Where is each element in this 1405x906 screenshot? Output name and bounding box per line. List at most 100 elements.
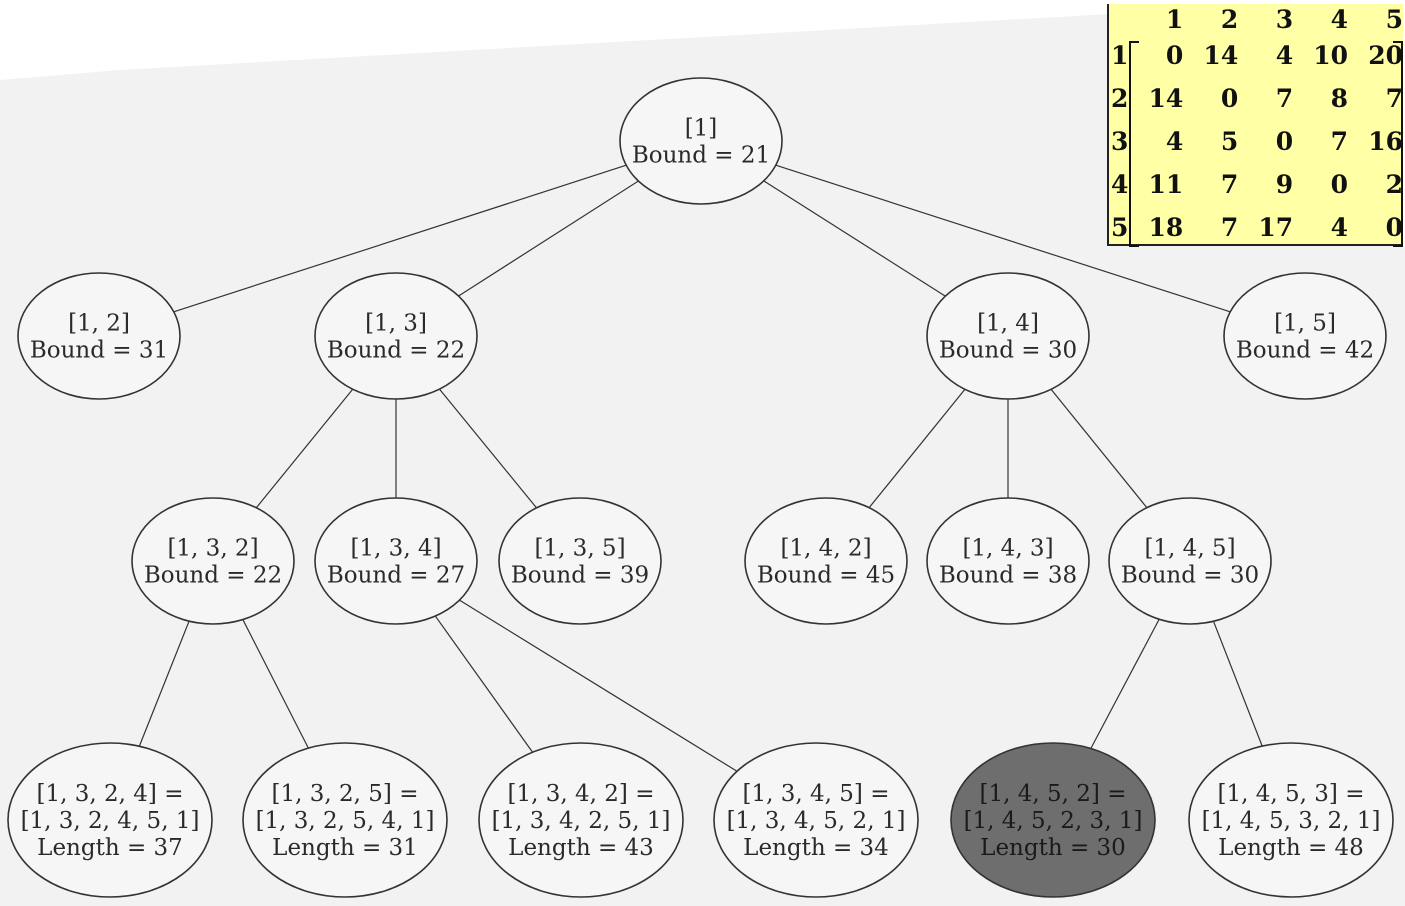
node-layer: [1]Bound = 21 [1, 2]Bound = 31 [1, 3]Bound… <box>7 77 1394 898</box>
leaf-1-4-5-3: [1, 4, 5, 3] =[1, 4, 5, 3, 2, 1]Length =… <box>1188 742 1394 898</box>
node-1-3-5: [1, 3, 5]Bound = 39 <box>498 497 662 625</box>
node-1-3: [1, 3]Bound = 22 <box>314 272 478 400</box>
node-ellipse <box>744 497 908 625</box>
node-label-line: Length = 30 <box>980 835 1126 861</box>
node-1-2: [1, 2]Bound = 31 <box>17 272 181 400</box>
tree-edge <box>763 180 946 297</box>
node-ellipse <box>498 497 662 625</box>
node-ellipse <box>619 77 783 205</box>
tree-edge <box>138 620 190 747</box>
node-ellipse <box>926 497 1090 625</box>
matrix-cell: 0 <box>1330 170 1349 199</box>
matrix-cell: 7 <box>1220 170 1239 199</box>
matrix-cell: 7 <box>1275 84 1294 113</box>
node-1-5: [1, 5]Bound = 42 <box>1223 272 1387 400</box>
matrix-cell: 18 <box>1148 213 1184 242</box>
leaf-1-3-2-4: [1, 3, 2, 4] =[1, 3, 2, 4, 5, 1]Length =… <box>7 742 213 898</box>
matrix-cell: 7 <box>1220 213 1239 242</box>
node-label-line: [1, 3, 2, 5, 4, 1] <box>256 808 435 834</box>
leaf-1-3-4-2: [1, 3, 4, 2] =[1, 3, 4, 2, 5, 1]Length =… <box>478 742 684 898</box>
node-ellipse <box>1223 272 1387 400</box>
node-label-line: Bound = 31 <box>30 338 168 364</box>
matrix-column-label: 3 <box>1275 4 1294 34</box>
matrix-cell: 4 <box>1165 127 1184 156</box>
node-ellipse <box>1108 497 1272 625</box>
matrix-right-bracket <box>1393 41 1403 247</box>
matrix-column-label: 4 <box>1330 4 1349 34</box>
matrix-cell: 11 <box>1148 170 1184 199</box>
leaf-1-3-4-5: [1, 3, 4, 5] =[1, 3, 4, 5, 2, 1]Length =… <box>713 742 919 898</box>
matrix-cell: 7 <box>1330 127 1349 156</box>
node-label-line: [1, 3, 4, 5] = <box>743 781 890 807</box>
tree-edge <box>868 388 966 509</box>
node-label-line: Length = 48 <box>1218 835 1364 861</box>
paper-background <box>0 14 1405 906</box>
node-label-line: [1, 4, 2] <box>780 536 871 562</box>
leaf-1-4-5-2: [1, 4, 5, 2] =[1, 4, 5, 2, 3, 1]Length =… <box>950 742 1156 898</box>
node-label-line: Bound = 22 <box>327 338 465 364</box>
tree-edge <box>458 180 639 297</box>
node-label-line: Length = 34 <box>743 835 889 861</box>
node-ellipse <box>478 742 684 898</box>
node-1-4-3: [1, 4, 3]Bound = 38 <box>926 497 1090 625</box>
tree-edge <box>434 615 534 753</box>
tree-edge <box>1090 618 1160 749</box>
node-ellipse <box>926 272 1090 400</box>
matrix-left-bracket <box>1129 41 1139 247</box>
matrix-cell: 4 <box>1330 213 1349 242</box>
node-label-line: Bound = 22 <box>144 563 282 589</box>
node-ellipse <box>314 497 478 625</box>
node-label-line: [1, 4] <box>977 311 1039 337</box>
matrix-row: 3 4 5 0 7 16 <box>1109 120 1403 163</box>
matrix-cell: 0 <box>1385 213 1403 242</box>
node-label-line: [1, 5] <box>1274 311 1336 337</box>
node-label-line: Bound = 39 <box>511 563 649 589</box>
matrix-cell: 5 <box>1220 127 1239 156</box>
tree-edge <box>1050 388 1148 509</box>
node-label-line: [1, 4, 3] <box>962 536 1053 562</box>
node-label-line: Bound = 30 <box>1121 563 1259 589</box>
node-label-line: [1, 4, 5] <box>1144 536 1235 562</box>
matrix-cell: 0 <box>1275 127 1294 156</box>
node-label-line: [1, 3, 4, 2] = <box>508 781 655 807</box>
matrix-row-label: 5 <box>1111 213 1129 242</box>
node-1-4: [1, 4]Bound = 30 <box>926 272 1090 400</box>
node-label-line: [1] <box>685 116 718 142</box>
node-label-line: [1, 3, 4, 2, 5, 1] <box>492 808 671 834</box>
node-label-line: [1, 4, 5, 3] = <box>1218 781 1365 807</box>
matrix-row-label: 1 <box>1111 41 1129 70</box>
node-label-line: Bound = 45 <box>757 563 895 589</box>
node-label-line: Length = 43 <box>508 835 654 861</box>
node-1-3-2: [1, 3, 2]Bound = 22 <box>131 497 295 625</box>
matrix-column-label: 2 <box>1220 4 1239 34</box>
node-ellipse <box>7 742 213 898</box>
matrix-column-label: 1 <box>1165 4 1184 34</box>
node-label-line: Bound = 42 <box>1236 338 1374 364</box>
matrix-cell: 14 <box>1148 84 1184 113</box>
node-ellipse <box>713 742 919 898</box>
matrix-cell: 4 <box>1275 41 1294 70</box>
matrix-cell: 7 <box>1385 84 1403 113</box>
node-ellipse <box>131 497 295 625</box>
matrix-row: 1 0 14 4 10 20 <box>1109 34 1403 77</box>
node-label-line: Bound = 38 <box>939 563 1077 589</box>
node-label-line: [1, 4, 5, 2, 3, 1] <box>964 808 1143 834</box>
node-label-line: [1, 3, 2, 4] = <box>37 781 184 807</box>
tree-edge <box>775 164 1231 313</box>
node-label-line: [1, 2] <box>68 311 130 337</box>
tree-edge <box>255 388 354 509</box>
matrix-table: 1 2 3 4 5 1 0 14 4 10 20 2 14 0 7 8 7 3 … <box>1109 4 1403 249</box>
node-label-line: [1, 3, 5] <box>534 536 625 562</box>
node-label-line: Bound = 27 <box>327 563 465 589</box>
highlighted-node-ellipse <box>950 742 1156 898</box>
leaf-1-3-2-5: [1, 3, 2, 5] =[1, 3, 2, 5, 4, 1]Length =… <box>242 742 448 898</box>
node-label-line: [1, 4, 5, 2] = <box>980 781 1127 807</box>
matrix-cell: 0 <box>1220 84 1239 113</box>
node-label-line: [1, 3, 2, 5] = <box>272 781 419 807</box>
node-label-line: Bound = 30 <box>939 338 1077 364</box>
matrix-row: 4 11 7 9 0 2 <box>1109 163 1403 206</box>
node-label-line: Length = 31 <box>272 835 418 861</box>
node-root: [1]Bound = 21 <box>619 77 783 205</box>
matrix-cell: 20 <box>1368 41 1403 70</box>
